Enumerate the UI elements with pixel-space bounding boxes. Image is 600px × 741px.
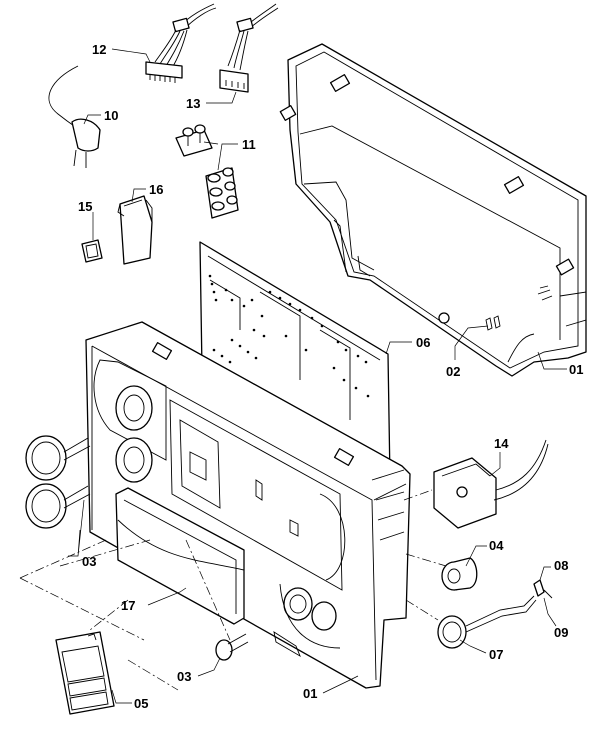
part-05-remote-control: [55, 631, 115, 715]
part-07-gauge: [437, 595, 537, 649]
callout-07: 07: [489, 647, 503, 662]
part-17-front-flap: [115, 487, 245, 625]
part-16-cartridge: [117, 195, 153, 265]
callout-01-top: 01: [569, 362, 583, 377]
part-04-cylinder: [441, 557, 478, 591]
part-10-power-cable: [48, 65, 101, 168]
callout-11: 11: [242, 137, 256, 152]
part-03-knobs-pair: [25, 435, 91, 529]
callout-13: 13: [186, 96, 200, 111]
callout-12: 12: [92, 42, 106, 57]
callout-01-bottom: 01: [303, 686, 317, 701]
leader-lines: [68, 48, 567, 704]
callout-14: 14: [494, 436, 509, 451]
part-14-bracket: [433, 439, 549, 529]
callout-03-bottom: 03: [177, 669, 191, 684]
callout-04: 04: [489, 538, 504, 553]
callout-10: 10: [104, 108, 118, 123]
part-15-small-component: [81, 239, 103, 263]
callout-labels: 12 13 10 11 16 15 06 02 01 14 03 04 08 0…: [78, 42, 583, 711]
part-12-wiring-harness: [145, 3, 217, 83]
part-01-rear-housing: [279, 43, 587, 377]
callout-06: 06: [416, 335, 430, 350]
part-01-front-housing: [85, 321, 411, 689]
callout-15: 15: [78, 199, 92, 214]
callout-02: 02: [446, 364, 460, 379]
part-11-terminal-blocks: [175, 124, 239, 219]
part-08-09-clip: [533, 579, 553, 599]
callout-05: 05: [134, 696, 148, 711]
callout-16: 16: [149, 182, 163, 197]
part-13-wiring-harness: [219, 3, 279, 93]
callout-03-left: 03: [82, 554, 96, 569]
callout-17: 17: [121, 598, 135, 613]
callout-09: 09: [554, 625, 568, 640]
alignment-lines: [19, 489, 447, 691]
part-03-small-knob: [215, 633, 249, 661]
part-06-circuit-board: [199, 241, 391, 481]
callout-08: 08: [554, 558, 568, 573]
